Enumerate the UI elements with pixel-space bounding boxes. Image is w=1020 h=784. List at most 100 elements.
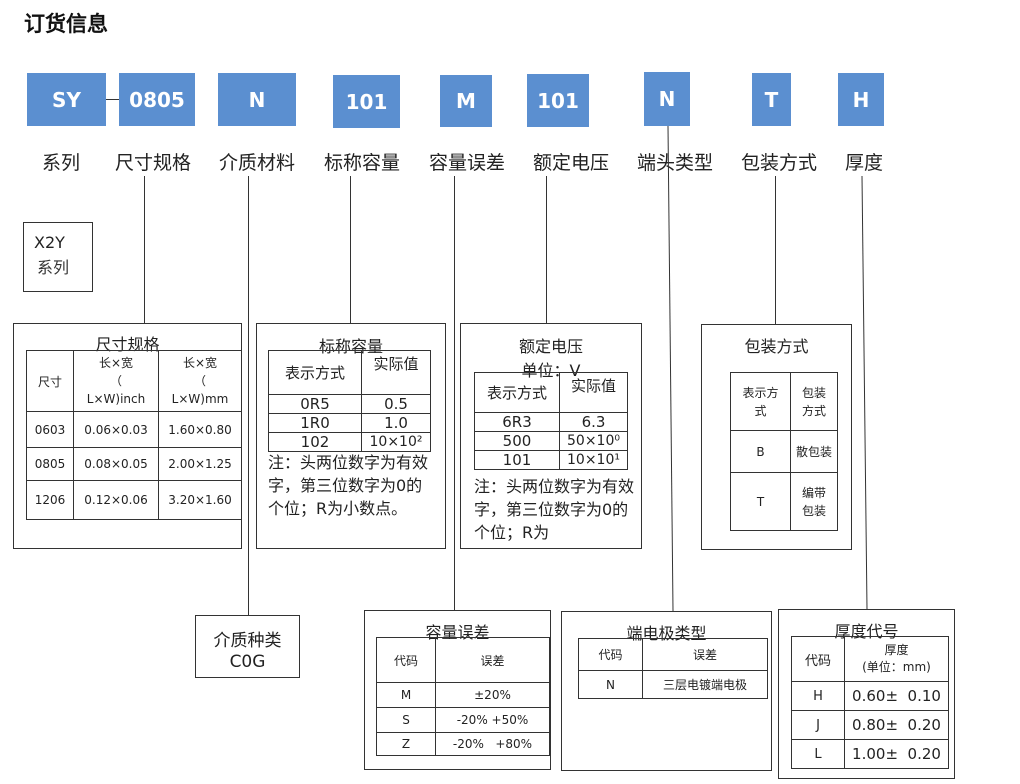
table-header-cell: 长×宽 （ L×W)mm — [158, 350, 242, 412]
series-label: 系列 — [37, 258, 70, 277]
table-cell: S — [376, 707, 436, 733]
table-cell: 0805 — [26, 447, 74, 481]
table-row: Z -20% +80% — [376, 732, 550, 756]
table-cell: 0.80± 0.20 — [844, 710, 949, 740]
table-cell: 三层电镀端电极 — [642, 670, 768, 699]
table-header-cell: 实际值 — [361, 350, 431, 395]
table-cell: 3.20×1.60 — [158, 480, 242, 520]
voltage-title: 额定电压 — [518, 337, 583, 356]
category-label: 容量误差 — [429, 152, 506, 174]
dielectric-label: 介质种类 — [213, 631, 282, 651]
packaging-table: 表示方式 包装方式 B 散包装 T 编带包装 — [730, 372, 838, 531]
table-header-cell: 表示方式 — [474, 372, 560, 413]
code-box-size: 0805 — [119, 73, 195, 126]
table-header-cell: 表示方式 — [730, 372, 791, 431]
table-row: M ±20% — [376, 682, 550, 708]
table-cell: 6.3 — [559, 412, 628, 432]
table-cell: 0.08×0.05 — [73, 447, 159, 481]
code-connector — [106, 99, 119, 100]
table-cell: 500 — [474, 431, 560, 451]
table-cell: 10×10¹ — [559, 450, 628, 470]
connector-line — [350, 176, 351, 324]
connector-line — [248, 176, 249, 616]
code-box-capacitance: 101 — [333, 75, 400, 128]
table-row: 1R0 1.0 — [268, 413, 431, 433]
table-cell: L — [791, 739, 845, 769]
table-header-cell: 实际值 — [559, 372, 628, 413]
category-label: 系列 — [42, 152, 81, 174]
table-cell: 0R5 — [268, 394, 362, 414]
connector-line — [546, 176, 547, 324]
table-row: 102 10×10² — [268, 432, 431, 452]
code-box-tolerance: M — [440, 75, 492, 127]
series-code: X2Y — [34, 233, 65, 252]
table-cell: B — [730, 430, 791, 473]
table-cell: ±20% — [435, 682, 550, 708]
table-row: 101 10×10¹ — [474, 450, 628, 470]
table-cell: -20% +50% — [435, 707, 550, 733]
table-row: 1206 0.12×0.06 3.20×1.60 — [26, 480, 242, 520]
dielectric-code: C0G — [229, 652, 266, 672]
code-box-packaging: T — [752, 73, 791, 126]
table-row: L 1.00± 0.20 — [791, 739, 949, 769]
table-header-cell: 长×宽 （ L×W)inch — [73, 350, 159, 412]
code-box-voltage: 101 — [527, 74, 589, 127]
table-row: N 三层电镀端电极 — [578, 670, 768, 699]
table-cell: 0603 — [26, 411, 74, 448]
table-cell: N — [578, 670, 643, 699]
table-header-cell: 厚度 (单位：mm) — [844, 636, 949, 682]
tolerance-table: 代码 误差 M ±20% S -20% +50% Z -20% +80% — [376, 637, 550, 756]
table-header-cell: 包装方式 — [790, 372, 838, 431]
category-label: 厚度 — [845, 152, 884, 174]
series-box: X2Y 系列 — [23, 222, 93, 292]
category-label: 端头类型 — [637, 152, 714, 174]
table-row: 0R5 0.5 — [268, 394, 431, 414]
table-cell: -20% +80% — [435, 732, 550, 756]
connector-line — [775, 176, 776, 324]
table-cell: 50×10⁰ — [559, 431, 628, 451]
table-cell: 1206 — [26, 480, 74, 520]
table-row: 6R3 6.3 — [474, 412, 628, 432]
page-title: 订货信息 — [24, 12, 108, 36]
table-cell: 10×10² — [361, 432, 431, 452]
table-row: H 0.60± 0.10 — [791, 681, 949, 711]
table-cell: J — [791, 710, 845, 740]
category-label: 尺寸规格 — [115, 152, 192, 174]
table-row: J 0.80± 0.20 — [791, 710, 949, 740]
table-cell: 102 — [268, 432, 362, 452]
table-header-cell: 误差 — [435, 637, 550, 683]
table-cell: 1R0 — [268, 413, 362, 433]
table-cell: 0.12×0.06 — [73, 480, 159, 520]
table-cell: 1.60×0.80 — [158, 411, 242, 448]
table-header-cell: 表示方式 — [268, 350, 362, 395]
table-row: 500 50×10⁰ — [474, 431, 628, 451]
table-cell: 6R3 — [474, 412, 560, 432]
table-cell: M — [376, 682, 436, 708]
capacitance-note: 注：头两位数字为有效字，第三位数字为0的个位；R为小数点。 — [268, 453, 429, 518]
code-box-series: SY — [27, 73, 106, 126]
category-label: 介质材料 — [219, 152, 296, 174]
capacitance-table: 表示方式 实际值 0R5 0.5 1R0 1.0 102 10×10² — [268, 350, 431, 452]
table-cell: 101 — [474, 450, 560, 470]
table-row: S -20% +50% — [376, 707, 550, 733]
table-cell: 0.06×0.03 — [73, 411, 159, 448]
termination-table: 代码 误差 N 三层电镀端电极 — [578, 638, 768, 699]
table-row: 0805 0.08×0.05 2.00×1.25 — [26, 447, 242, 481]
category-label: 包装方式 — [741, 152, 818, 174]
connector-line — [454, 176, 455, 610]
size-spec-table: 尺寸 长×宽 （ L×W)inch 长×宽 （ L×W)mm 0603 0.06… — [26, 350, 242, 520]
table-cell: Z — [376, 732, 436, 756]
dielectric-box: 介质种类 C0G — [195, 615, 300, 678]
table-cell: 2.00×1.25 — [158, 447, 242, 481]
table-row: T 编带包装 — [730, 472, 838, 531]
table-cell: 0.60± 0.10 — [844, 681, 949, 711]
voltage-note: 注：头两位数字为有效字，第三位数字为0的个位；R为 — [474, 477, 634, 542]
voltage-table: 表示方式 实际值 6R3 6.3 500 50×10⁰ 101 10×10¹ — [474, 372, 628, 470]
table-header-cell: 误差 — [642, 638, 768, 671]
table-header-cell: 尺寸 — [26, 350, 74, 412]
code-box-dielectric: N — [218, 73, 296, 126]
table-cell: 1.0 — [361, 413, 431, 433]
table-header-cell: 代码 — [376, 637, 436, 683]
packaging-title: 包装方式 — [744, 337, 809, 356]
